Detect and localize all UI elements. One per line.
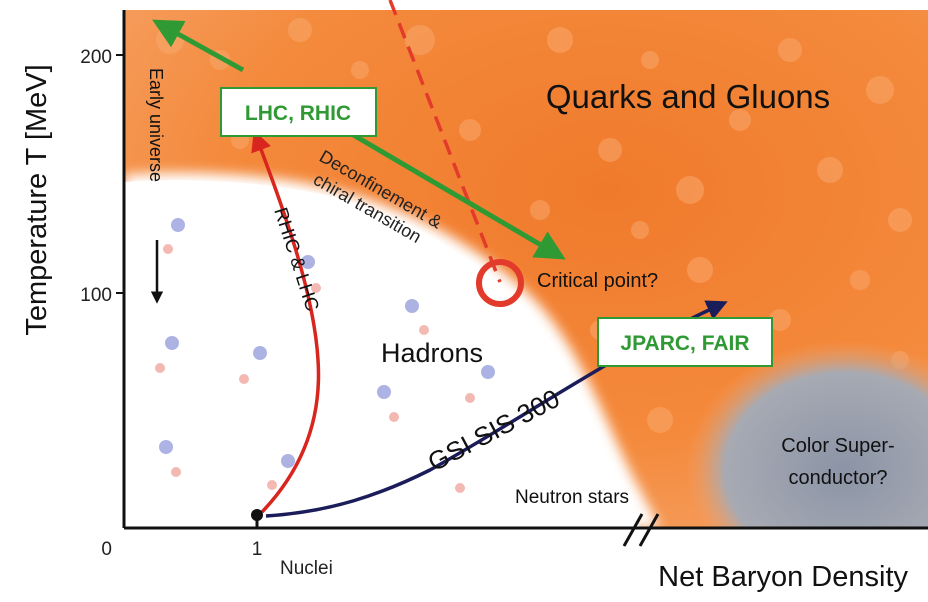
y-axis-title: Temperature T [MeV] [21, 64, 53, 335]
x-tick-note-nuclei: Nuclei [280, 558, 333, 579]
x-tick-1: 1 [252, 539, 263, 560]
csc-label-line1: Color Super- [781, 435, 894, 457]
axis-break [622, 513, 660, 547]
green-arrow-left [152, 19, 245, 73]
y-tick-100: 100 [80, 285, 112, 306]
rhic-lhc-trajectory [251, 130, 321, 514]
jparc-fair-box: JPARC, FAIR [597, 317, 773, 367]
early-universe-label: Early universe [146, 68, 166, 182]
critical-line-dashed [388, 0, 502, 283]
hadron-particles [155, 218, 495, 493]
hadron-region-core [124, 180, 640, 528]
green-arrow-right [348, 130, 566, 260]
critical-point-label: Critical point? [537, 270, 658, 292]
lhc-rhic-box: LHC, RHIC [220, 87, 377, 137]
critical-point-marker [476, 259, 524, 307]
lhc-rhic-box-text: LHC, RHIC [245, 102, 351, 125]
csc-label-line2: conductor? [789, 467, 888, 489]
hadrons-label: Hadrons [381, 338, 483, 368]
y-tick-200: 200 [80, 47, 112, 68]
x-axis-title: Net Baryon Density [658, 561, 908, 593]
csc-region [685, 340, 928, 528]
jparc-fair-box-text: JPARC, FAIR [620, 332, 749, 355]
plot-area [124, 10, 928, 528]
neutron-stars-label: Neutron stars [515, 487, 629, 508]
y-tick-0: 0 [101, 539, 112, 560]
qgp-label: Quarks and Gluons [546, 78, 830, 115]
